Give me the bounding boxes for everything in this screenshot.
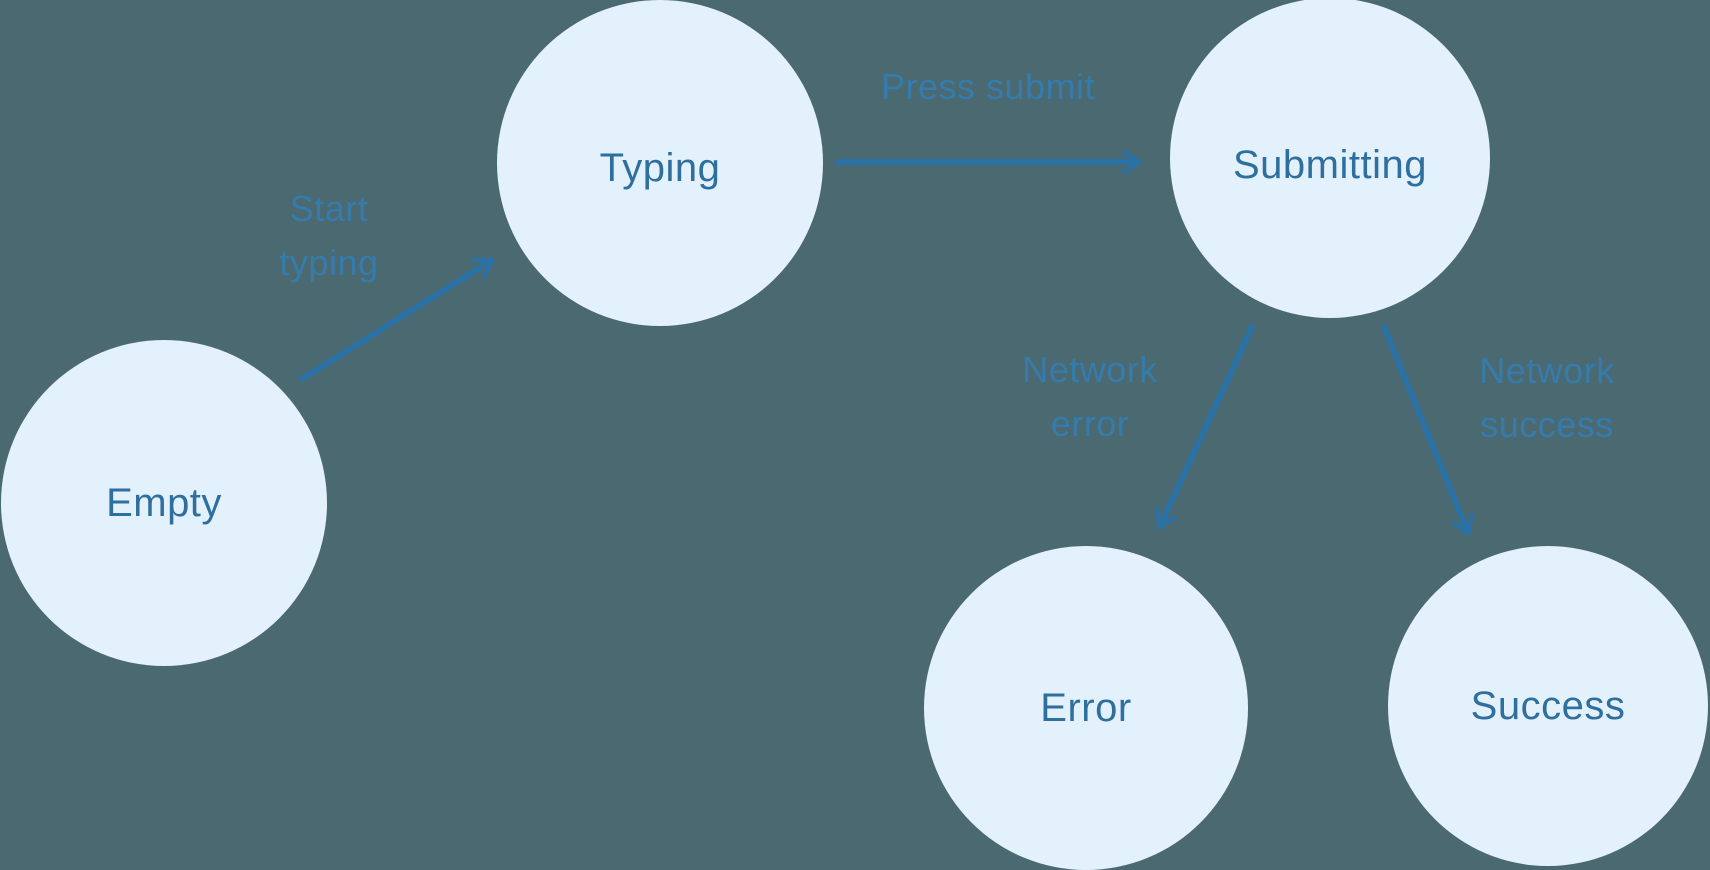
- state-label-error: Error: [1040, 685, 1132, 730]
- transition-label-start-typing: Start typing: [279, 188, 379, 283]
- state-node-submitting: Submitting: [1170, 0, 1490, 318]
- transition-arrow-network-error: [1154, 324, 1255, 530]
- state-node-empty: Empty: [1, 340, 327, 666]
- state-label-submitting: Submitting: [1233, 142, 1427, 187]
- transition-arrow-start-typing: [299, 257, 495, 382]
- state-label-empty: Empty: [106, 480, 222, 525]
- transition-label-network-error: Network error: [1022, 349, 1158, 444]
- transition-label-network-success: Network success: [1479, 350, 1615, 445]
- transition-arrow-network-success: [1381, 324, 1474, 536]
- transition-label-press-submit: Press submit: [880, 66, 1096, 107]
- state-label-success: Success: [1470, 683, 1626, 728]
- state-label-typing: Typing: [599, 145, 721, 190]
- state-node-error: Error: [924, 546, 1248, 870]
- state-node-typing: Typing: [497, 0, 823, 326]
- state-node-success: Success: [1388, 546, 1708, 866]
